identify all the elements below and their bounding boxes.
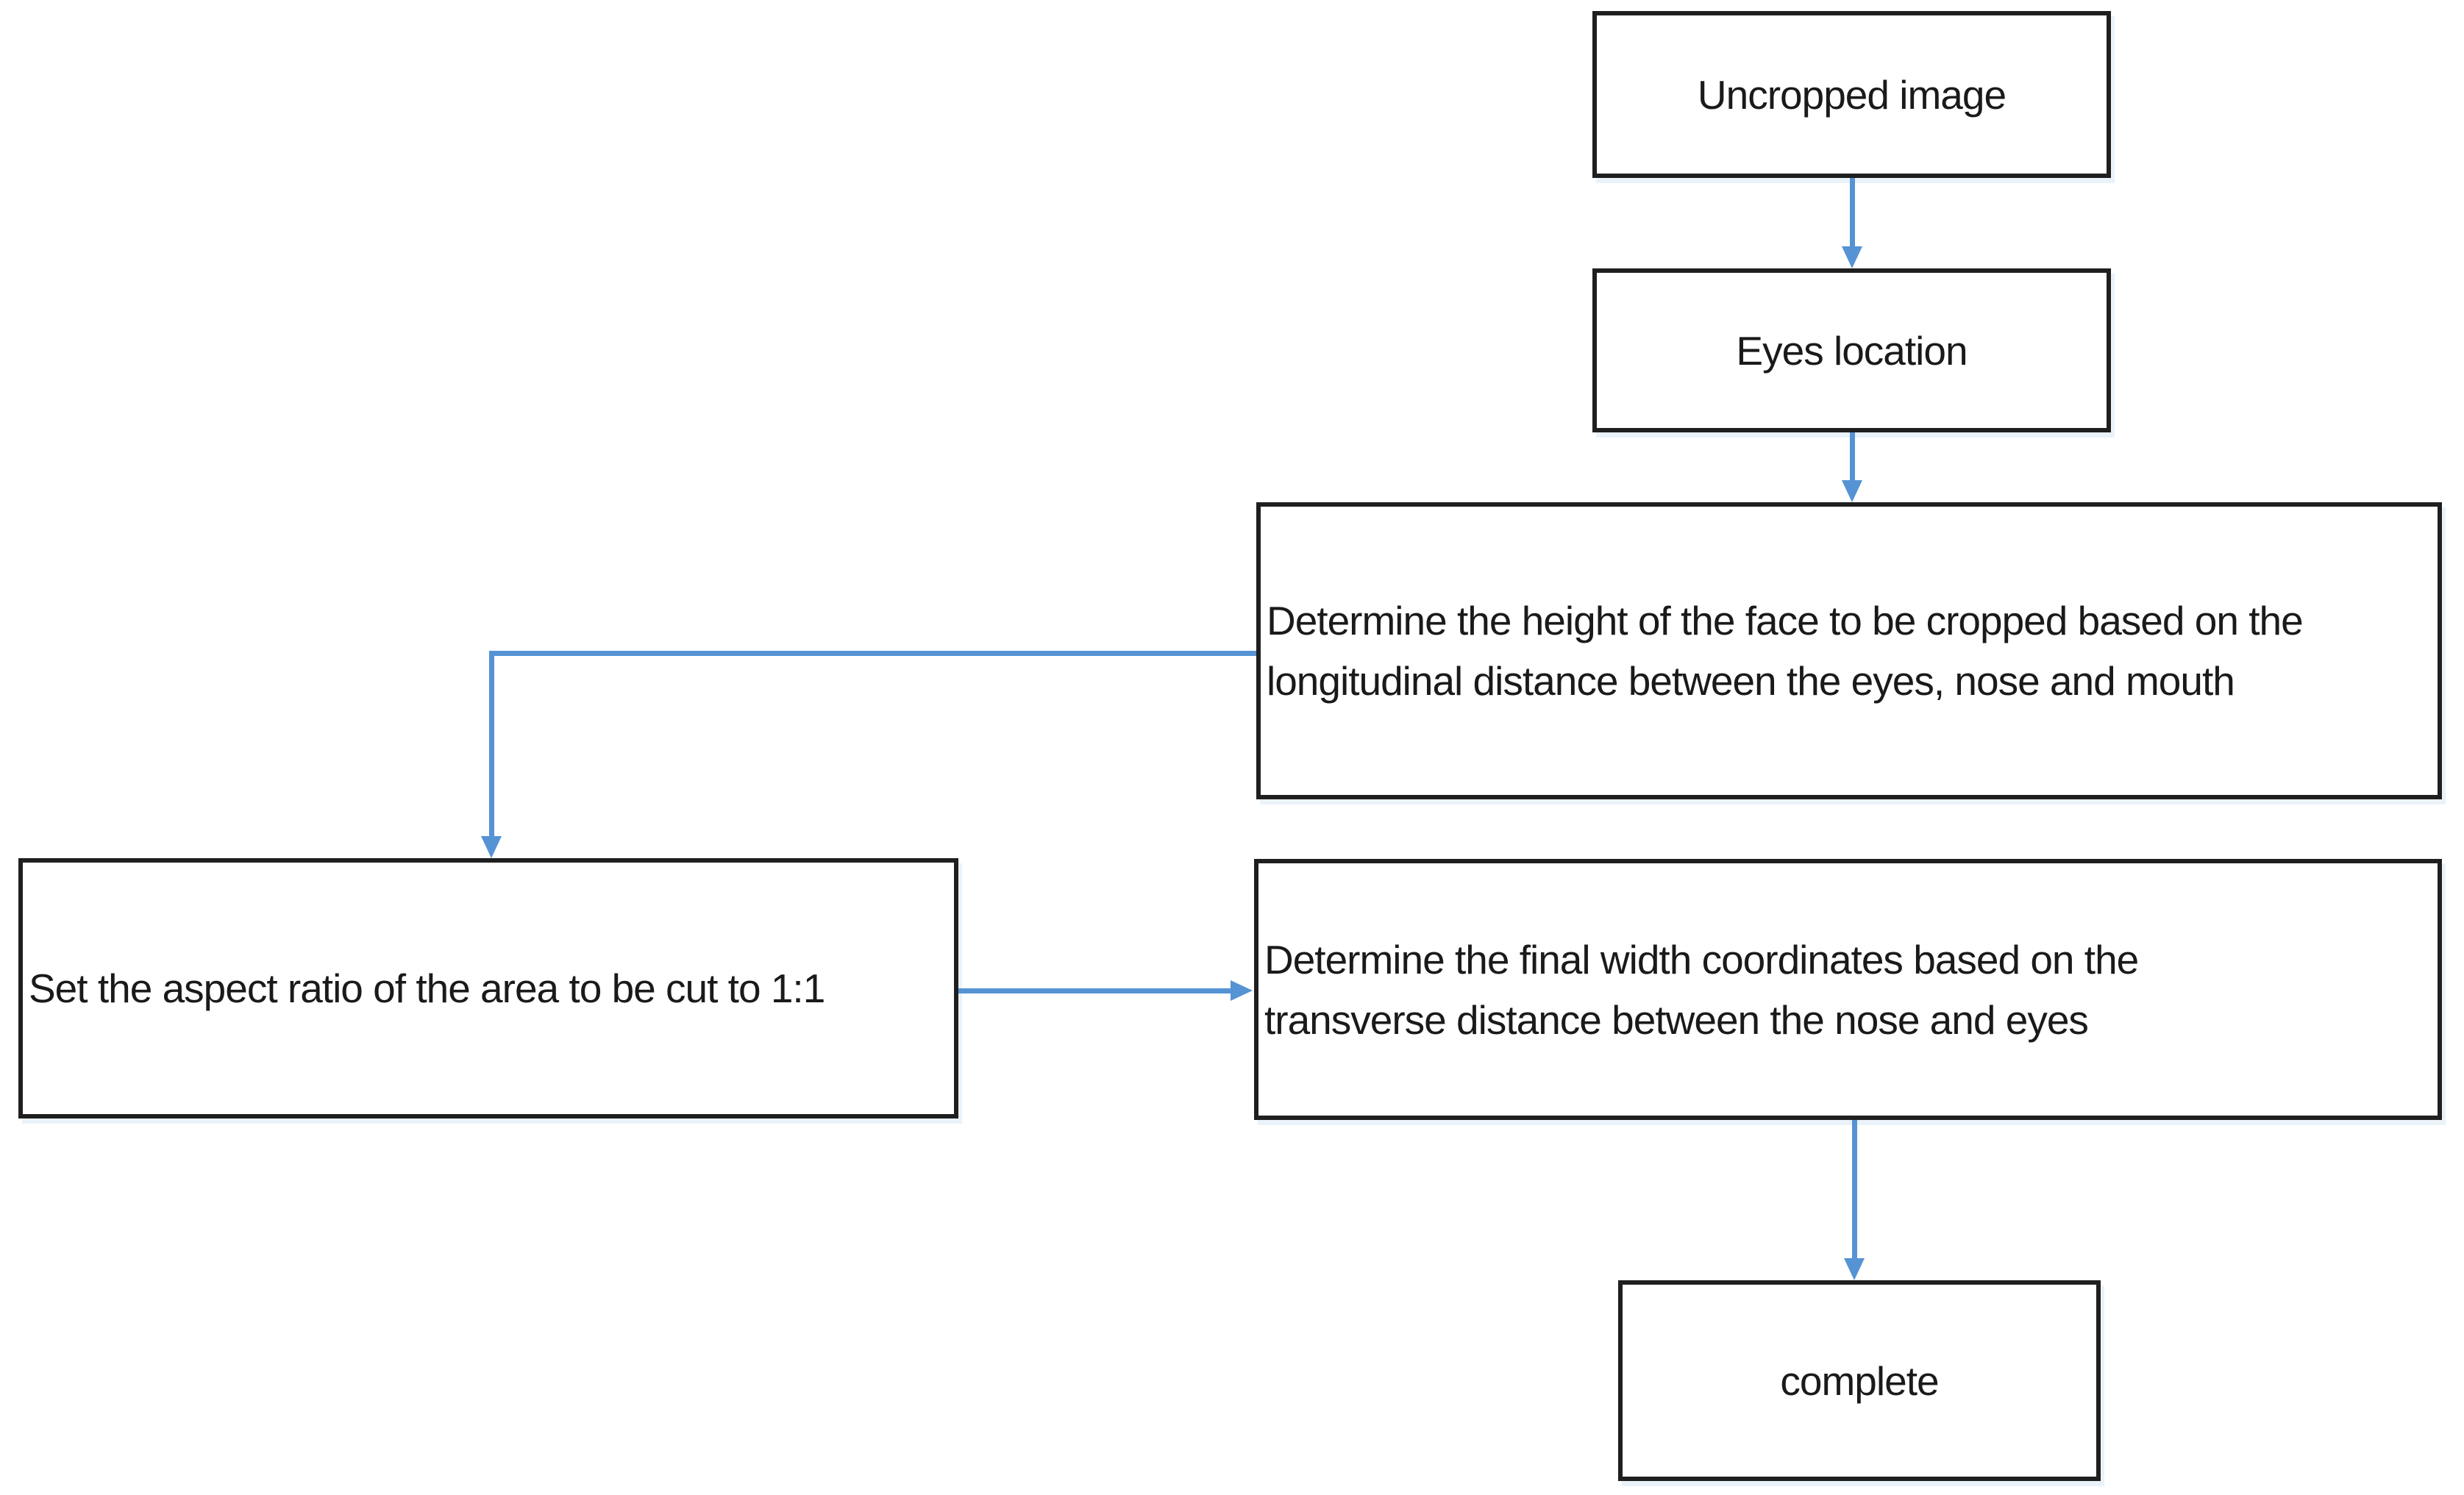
node-set-aspect-ratio: Set the aspect ratio of the area to be c… xyxy=(18,858,958,1118)
arrow-uncropped-to-eyes-shaft xyxy=(1850,178,1855,249)
node-eyes-location-label: Eyes location xyxy=(1736,327,1968,374)
node-determine-width: Determine the final width coordinates ba… xyxy=(1254,859,2442,1120)
arrow-eyes-to-determine-height-shaft xyxy=(1850,432,1855,482)
arrow-determine-height-to-set-aspect-horizontal-shaft xyxy=(491,651,1256,656)
node-uncropped-image: Uncropped image xyxy=(1592,11,2111,178)
node-complete-label: complete xyxy=(1780,1357,1939,1404)
node-eyes-location: Eyes location xyxy=(1592,268,2111,432)
node-determine-width-line-2: transverse distance between the nose and… xyxy=(1264,996,2089,1043)
arrow-down-icon xyxy=(1842,246,1862,268)
arrow-set-aspect-to-determine-width-shaft xyxy=(958,988,1231,993)
arrow-down-icon xyxy=(1842,480,1862,502)
arrow-down-icon xyxy=(1844,1258,1865,1280)
arrow-determine-height-to-set-aspect-vertical-shaft xyxy=(489,651,494,836)
node-determine-height: Determine the height of the face to be c… xyxy=(1256,502,2442,799)
node-determine-width-line-1: Determine the final width coordinates ba… xyxy=(1264,936,2139,982)
arrow-down-icon xyxy=(481,836,502,858)
node-set-aspect-ratio-label: Set the aspect ratio of the area to be c… xyxy=(29,966,825,1011)
arrow-right-icon xyxy=(1231,980,1253,1001)
arrow-determine-width-to-complete-shaft xyxy=(1852,1120,1857,1258)
node-determine-height-line-2: longitudinal distance between the eyes, … xyxy=(1267,658,2235,704)
node-uncropped-image-label: Uncropped image xyxy=(1697,71,2007,118)
node-complete: complete xyxy=(1618,1280,2101,1481)
node-determine-height-line-1: Determine the height of the face to be c… xyxy=(1267,598,2304,643)
